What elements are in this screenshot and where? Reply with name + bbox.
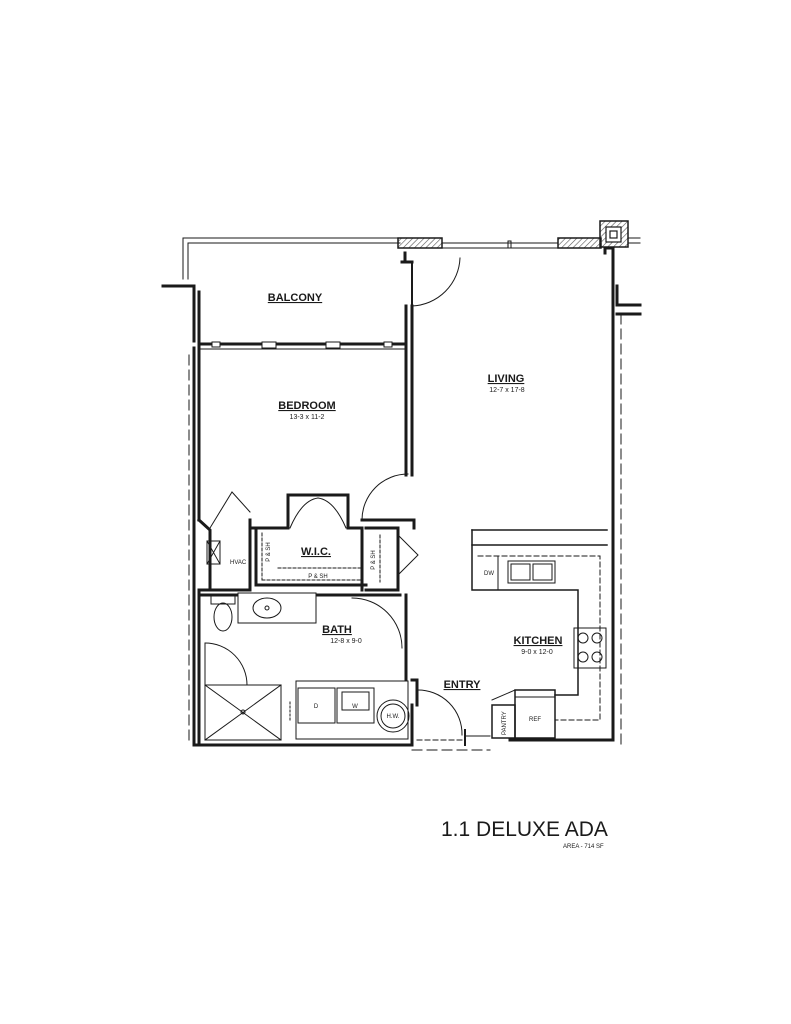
plan-area: AREA - 714 SF [563,844,604,850]
linen-closet [364,526,419,592]
exterior-walls [161,246,642,747]
bath-dims: 12-8 x 9-0 [330,638,362,645]
dryer-label: D [314,704,319,710]
bedroom-dims: 13-3 x 11-2 [290,414,325,421]
entry-door [416,689,491,746]
wic-shelf-label: P & SH [308,574,328,580]
kitchen-dims: 9-0 x 12-0 [521,649,553,656]
water-heater-label: H.W. [387,714,400,720]
structural-column [599,220,629,248]
bedroom-door [361,473,409,521]
ref-label: REF [529,717,541,723]
balcony-label: BALCONY [268,292,323,304]
washer-label: W [352,704,358,710]
balcony-railing [182,237,641,280]
pantry-label: PANTRY [502,711,508,735]
pantry-ref [491,689,556,739]
bedroom-wall [360,304,416,530]
bedroom-window [197,341,408,350]
bath-fixtures [204,592,410,741]
living-label: LIVING [488,373,525,385]
right-shelf-label: P & SH [371,550,377,570]
living-dims: 12-7 x 17-8 [489,387,525,394]
walk-in-closet [248,493,368,592]
bath-door [351,597,403,649]
plan-title: 1.1 DELUXE ADA [441,818,608,841]
left-shelf-label: P & SH [266,542,272,562]
kitchen-counters [471,529,608,721]
balcony-door [411,257,461,307]
kitchen-label: KITCHEN [514,635,563,647]
hvac-closet [196,491,252,592]
entry-label: ENTRY [444,679,482,691]
hvac-label: HVAC [230,560,247,566]
unit-boundary [188,313,622,751]
bedroom-label: BEDROOM [278,400,335,412]
wic-label: W.I.C. [301,546,331,558]
bath-label: BATH [322,624,352,636]
dishwasher-label: DW [484,571,494,577]
living-window [397,237,602,249]
